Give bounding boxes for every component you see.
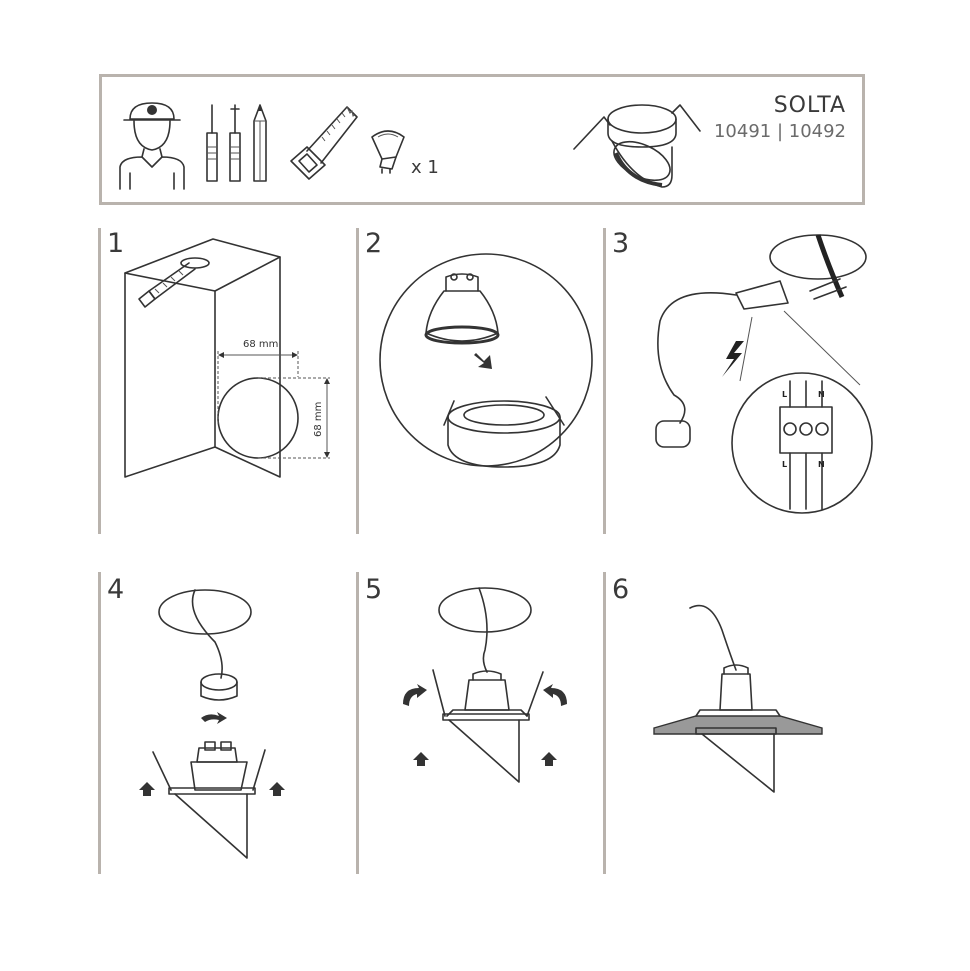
step-3-wiring-illustration: L N L N — [655, 234, 873, 514]
step-3-terminal-top-l: L — [782, 390, 787, 399]
step-1-bar — [98, 228, 101, 534]
step-1-ceiling-cut-illustration: 68 mm 68 mm — [124, 238, 330, 478]
spotlight-product-icon — [573, 104, 701, 188]
bulb-quantity: x 1 — [411, 157, 439, 178]
gu10-bulb-icon — [371, 130, 405, 174]
step-6-number: 6 — [612, 574, 630, 605]
step-3-number: 3 — [612, 228, 630, 259]
step-3-bar — [603, 228, 606, 534]
step-1-height-label: 68 mm — [313, 402, 324, 437]
step-5-spring-clips-illustration — [403, 587, 567, 783]
step-2-number: 2 — [365, 228, 383, 259]
step-6-bar — [603, 572, 606, 874]
pencil-icon — [253, 104, 267, 182]
tools-header: x 1 SOLTA 10491 | 10492 — [99, 74, 865, 205]
step-1-number: 1 — [107, 228, 125, 259]
step-5-number: 5 — [365, 574, 383, 605]
product-codes: 10491 | 10492 — [713, 121, 846, 142]
step-2-bar — [356, 228, 359, 534]
step-4-connect-socket-illustration — [139, 589, 285, 859]
screwdriver-icon — [206, 104, 241, 182]
product-title: SOLTA — [773, 93, 846, 118]
hand-saw-icon — [290, 106, 358, 180]
step-4-bar — [98, 572, 101, 874]
step-3-terminal-bottom-l: L — [782, 460, 787, 469]
step-6-installed-illustration — [653, 604, 823, 793]
step-5-bar — [356, 572, 359, 874]
step-4-number: 4 — [107, 574, 125, 605]
step-2-bulb-insert-illustration — [379, 253, 593, 468]
step-1-width-label: 68 mm — [243, 339, 278, 350]
step-3-terminal-bottom-n: N — [818, 460, 825, 469]
installer-person-icon — [119, 102, 185, 190]
